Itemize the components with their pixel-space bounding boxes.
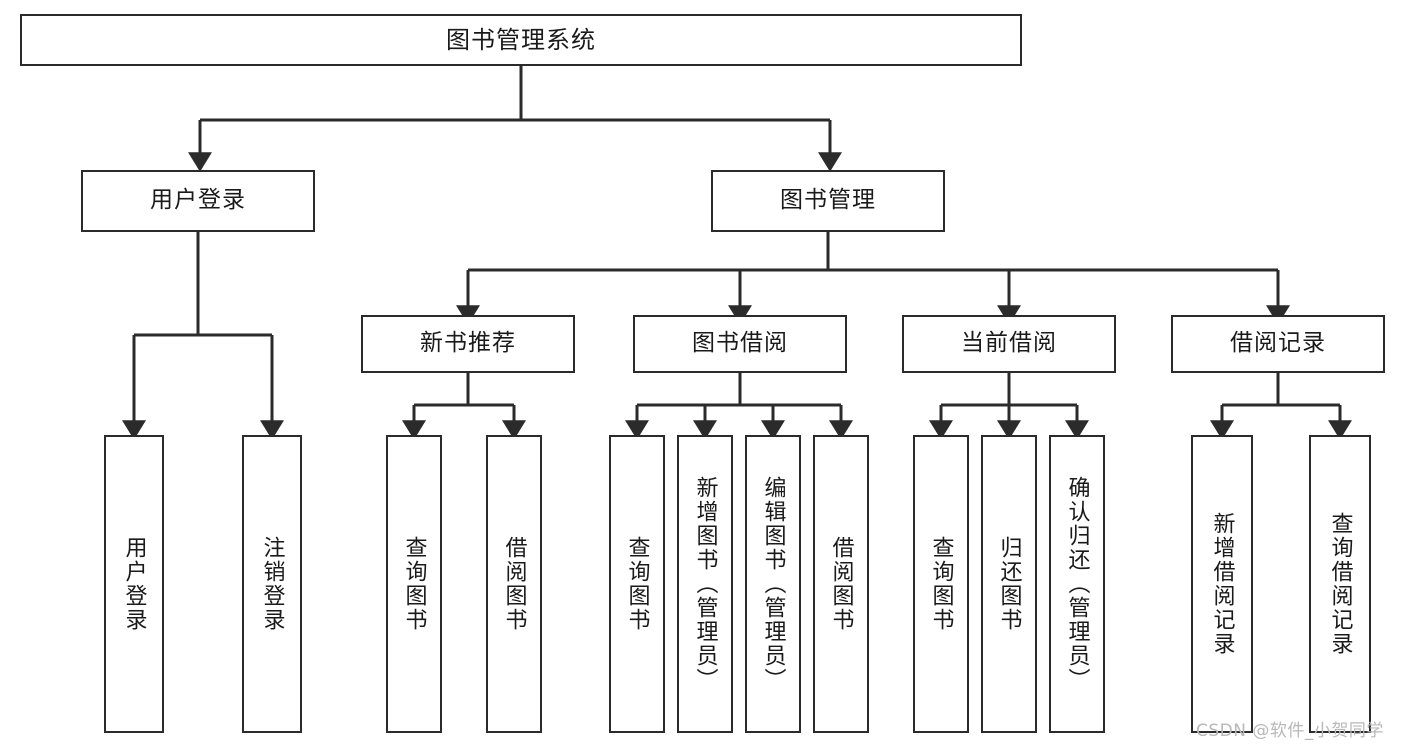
node-current-borrow[interactable]: 当前借阅 — [902, 315, 1116, 373]
leaf-query-book-1[interactable]: 查询图书 — [386, 435, 442, 733]
node-label: 查询借阅记录 — [1327, 512, 1353, 656]
leaf-query-book-3[interactable]: 查询图书 — [913, 435, 969, 733]
leaf-edit-book[interactable]: 编辑图书（管理员） — [745, 435, 801, 733]
node-label: 注销登录 — [259, 536, 285, 632]
node-label: 借阅记录 — [1230, 330, 1326, 357]
leaf-confirm-return[interactable]: 确认归还（管理员） — [1049, 435, 1105, 733]
node-label: 图书管理系统 — [446, 25, 596, 54]
leaf-return-book[interactable]: 归还图书 — [981, 435, 1037, 733]
node-label: 用户登录 — [150, 187, 246, 214]
leaf-borrow-book-1[interactable]: 借阅图书 — [486, 435, 542, 733]
leaf-add-record[interactable]: 新增借阅记录 — [1191, 435, 1253, 733]
leaf-borrow-book-2[interactable]: 借阅图书 — [813, 435, 869, 733]
node-label: 当前借阅 — [961, 330, 1057, 357]
node-label: 图书借阅 — [692, 330, 788, 357]
node-root-system[interactable]: 图书管理系统 — [20, 14, 1022, 66]
node-label: 图书管理 — [780, 187, 876, 214]
node-label: 新书推荐 — [420, 330, 516, 357]
node-label: 编辑图书（管理员） — [760, 476, 786, 692]
node-label: 新增图书（管理员） — [692, 476, 718, 692]
node-borrow-record[interactable]: 借阅记录 — [1171, 315, 1385, 373]
node-user-login[interactable]: 用户登录 — [81, 170, 315, 232]
node-label: 查询图书 — [624, 536, 650, 632]
node-label: 用户登录 — [121, 536, 147, 632]
node-label: 借阅图书 — [828, 536, 854, 632]
leaf-logout-login[interactable]: 注销登录 — [242, 435, 302, 733]
leaf-query-book-2[interactable]: 查询图书 — [609, 435, 665, 733]
node-label: 查询图书 — [928, 536, 954, 632]
node-label: 确认归还（管理员） — [1064, 476, 1090, 692]
leaf-add-book[interactable]: 新增图书（管理员） — [677, 435, 733, 733]
node-book-borrow[interactable]: 图书借阅 — [633, 315, 847, 373]
node-label: 借阅图书 — [501, 536, 527, 632]
leaf-user-login[interactable]: 用户登录 — [104, 435, 164, 733]
node-book-manage[interactable]: 图书管理 — [711, 170, 945, 232]
leaf-query-record[interactable]: 查询借阅记录 — [1309, 435, 1371, 733]
node-label: 归还图书 — [996, 536, 1022, 632]
node-label: 新增借阅记录 — [1209, 512, 1235, 656]
node-label: 查询图书 — [401, 536, 427, 632]
node-new-book-rec[interactable]: 新书推荐 — [361, 315, 575, 373]
